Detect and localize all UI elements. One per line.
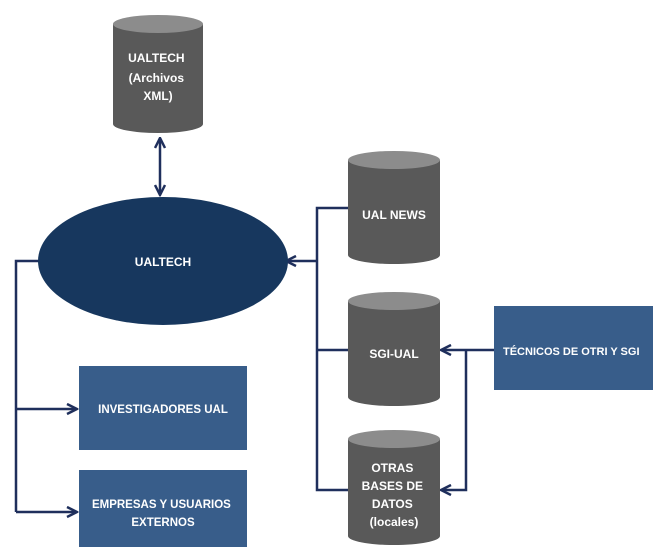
otras-bases-label-line-1: OTRAS <box>371 461 413 475</box>
xml-database-label: UALTECH (Archivos XML) <box>128 51 188 103</box>
otras-bases-label-line-4: (locales) <box>370 515 419 529</box>
investigadores-box <box>79 366 247 450</box>
empresas-node: EMPRESAS Y USUARIOS EXTERNOS <box>79 470 247 547</box>
otras-bases-cylinder: OTRAS BASES DE DATOS (locales) <box>348 430 440 545</box>
sgi-ual-label: SGI-UAL <box>369 347 418 361</box>
ual-news-label: UAL NEWS <box>362 208 426 222</box>
ualtech-label: UALTECH <box>135 255 191 269</box>
cylinder-body <box>113 24 203 133</box>
investigadores-label: INVESTIGADORES UAL <box>98 404 228 416</box>
investigadores-node: INVESTIGADORES UAL <box>79 366 247 450</box>
cylinder-top <box>348 292 440 310</box>
cylinder-body <box>348 301 440 406</box>
otras-bases-label: OTRAS BASES DE DATOS (locales) <box>362 461 427 529</box>
cylinder-top <box>348 151 440 169</box>
cylinder-body <box>348 160 440 264</box>
otras-bases-label-line-3: DATOS <box>372 497 413 511</box>
ualtech-node: UALTECH <box>38 197 288 325</box>
tecnicos-node: TÉCNICOS DE OTRI Y SGI <box>494 306 653 390</box>
empresas-label: EMPRESAS Y USUARIOS EXTERNOS <box>92 499 234 529</box>
connector-tecnicos-otras <box>441 350 468 490</box>
cylinder-top <box>113 15 203 33</box>
xml-database-cylinder: UALTECH (Archivos XML) <box>113 15 203 133</box>
ual-news-cylinder: UAL NEWS <box>348 151 440 264</box>
xml-database-label-line-1: UALTECH <box>128 51 184 65</box>
cylinder-top <box>348 430 440 448</box>
tecnicos-box <box>494 306 653 390</box>
ualtech-ellipse <box>38 197 288 325</box>
tecnicos-label: TÉCNICOS DE OTRI Y SGI <box>503 345 640 358</box>
cylinder-body <box>348 439 440 545</box>
xml-database-label-line-3: XML) <box>143 89 172 103</box>
empresas-label-line-2: EXTERNOS <box>131 517 195 529</box>
sgi-ual-cylinder: SGI-UAL <box>348 292 440 406</box>
empresas-label-line-1: EMPRESAS Y USUARIOS <box>92 499 231 511</box>
xml-database-label-line-2: (Archivos <box>129 71 185 85</box>
empresas-box <box>79 470 247 547</box>
connectors <box>14 138 494 512</box>
connector-ualtech-left-bus <box>14 259 40 512</box>
otras-bases-label-line-2: BASES DE <box>362 479 423 493</box>
